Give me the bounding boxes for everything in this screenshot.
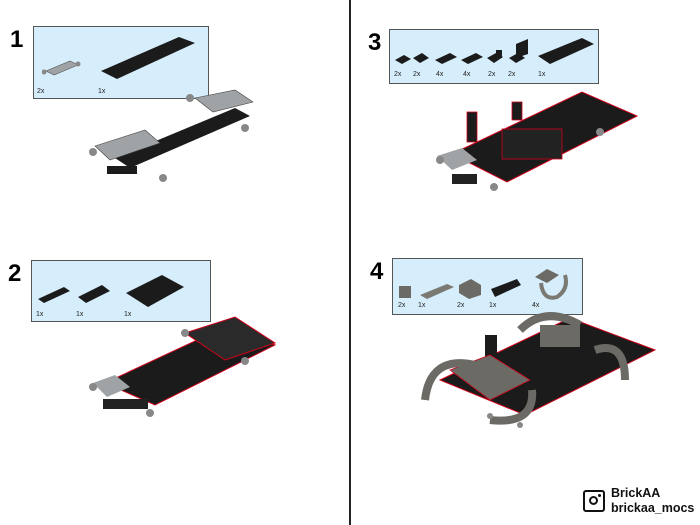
step-3-model (436, 91, 639, 191)
part-brick-corner (459, 279, 481, 299)
part-qty: 1x (76, 311, 84, 318)
step-number: 1 (10, 26, 24, 53)
part-qty: 4x (463, 71, 471, 78)
part-plate-1x2 (435, 53, 457, 64)
step-number: 3 (368, 29, 382, 56)
part-qty: 2x (394, 71, 402, 78)
instagram-icon (583, 490, 605, 512)
parts-box-step-2: 1x 1x 1x (31, 260, 211, 322)
part-qty: 2x (37, 88, 45, 95)
part-qty: 1x (98, 88, 106, 95)
part-qty: 1x (489, 302, 497, 309)
part-qty: 2x (413, 71, 421, 78)
part-qty: 4x (532, 302, 540, 309)
part-qty: 2x (398, 302, 406, 309)
step-4-model (421, 312, 657, 428)
part-plate-4x6 (126, 275, 184, 307)
part-brick-1x1 (399, 286, 411, 298)
part-mudguard (535, 269, 568, 300)
part-plate-1x4 (38, 287, 70, 303)
part-tile-1x6 (420, 284, 454, 299)
part-plate-clip (413, 53, 429, 63)
part-bracket-small (487, 50, 503, 63)
step-number: 4 (370, 258, 384, 285)
step-number: 2 (8, 260, 22, 287)
parts-box-step-3: 2x 2x 4x 4x 2x 2x 1x (389, 29, 599, 84)
part-qty: 2x (508, 71, 516, 78)
part-qty: 1x (36, 311, 44, 318)
parts-box-step-1: 2x 1x (33, 26, 209, 99)
part-qty: 1x (418, 302, 426, 309)
brand-name: BrickAA (611, 486, 661, 500)
part-bracket-1x4 (491, 279, 521, 297)
brand-credit: BrickAA brickaa_mocs (583, 486, 694, 516)
brand-handle: brickaa_mocs (611, 501, 695, 515)
part-plate-2x10 (101, 37, 195, 79)
part-tile-1x2 (461, 53, 483, 64)
part-qty: 2x (457, 302, 465, 309)
step-1-model (89, 89, 254, 182)
part-qty: 1x (124, 311, 132, 318)
part-bracket-2x2 (509, 39, 528, 63)
part-plate-2x8 (538, 38, 594, 64)
parts-box-step-4: 2x 1x 2x 1x 4x (392, 258, 583, 315)
part-qty: 4x (436, 71, 444, 78)
part-plate-2x4 (78, 285, 110, 303)
part-plate-with-wheel-holder (42, 60, 81, 76)
part-qty: 2x (488, 71, 496, 78)
part-plate-1x1 (395, 55, 411, 64)
page-divider (349, 0, 351, 525)
step-2-model (89, 316, 277, 417)
part-qty: 1x (538, 71, 546, 78)
